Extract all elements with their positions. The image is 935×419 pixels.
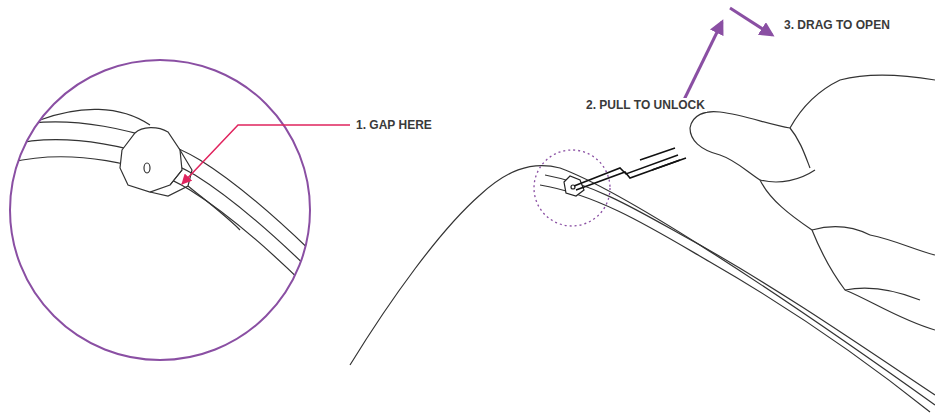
callout-label: 3. DRAG TO OPEN: [782, 18, 892, 32]
pry-tool: [576, 160, 680, 190]
drag-arrow: [730, 8, 772, 35]
callout-label: 1. GAP HERE: [354, 118, 434, 132]
pull-arrow: [680, 22, 722, 108]
leader-line: [182, 125, 350, 184]
zoom-detail: [0, 60, 330, 360]
callout-label: 2. PULL TO UNLOCK: [584, 98, 707, 112]
hand: [690, 75, 935, 330]
zoom-marker: [534, 150, 610, 226]
